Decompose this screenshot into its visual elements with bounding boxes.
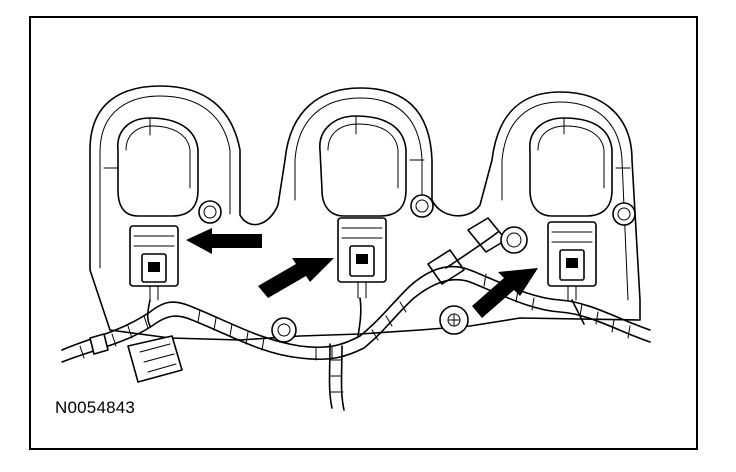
callout-arrow-2	[258, 258, 334, 298]
ignition-coil-1	[103, 117, 222, 301]
cover-plate	[89, 85, 641, 341]
ignition-coil-2	[319, 115, 434, 299]
figure-id-label: N0054843	[55, 398, 136, 417]
callout-arrow-3	[472, 268, 538, 318]
ignition-coil-3	[529, 117, 636, 301]
sensor-connector	[427, 217, 528, 335]
wiring-harness	[61, 265, 651, 411]
callout-arrow-1	[186, 228, 262, 254]
mounting-bolt	[271, 317, 297, 343]
